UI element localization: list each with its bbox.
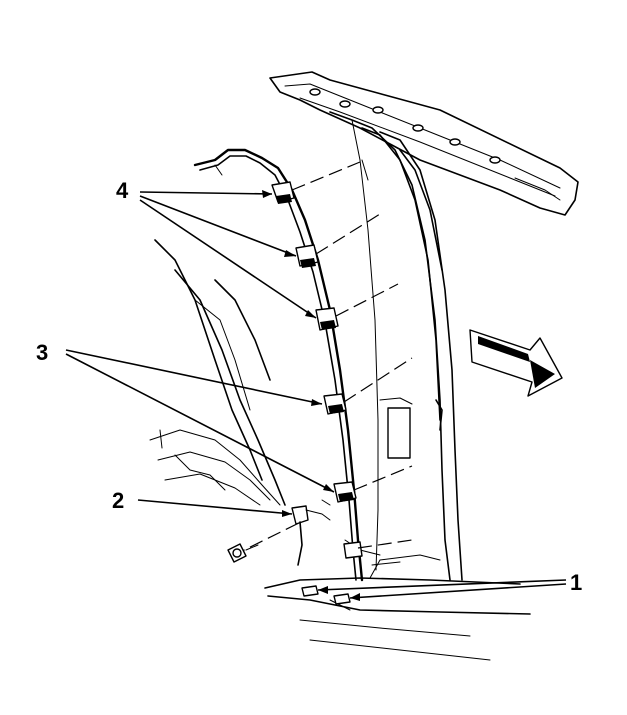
forward-direction-arrow-icon bbox=[469, 329, 563, 397]
bottom-clip bbox=[343, 541, 363, 559]
floor-retainers bbox=[301, 585, 351, 605]
upper-clip-1 bbox=[271, 181, 295, 204]
wheelhouse-panel bbox=[149, 239, 286, 506]
callout-2: 2 bbox=[112, 488, 124, 513]
alignment-lines bbox=[231, 161, 413, 557]
retainer-clips bbox=[271, 181, 363, 559]
bolt-icon bbox=[227, 543, 259, 563]
pillar-trim-panel bbox=[193, 148, 364, 582]
belt-guide bbox=[291, 499, 331, 566]
roof-rail bbox=[269, 71, 579, 216]
callout-4: 4 bbox=[116, 178, 129, 203]
lower-clip-2 bbox=[333, 481, 357, 503]
callout-arrowheads bbox=[262, 190, 360, 601]
callout-leaders bbox=[65, 191, 567, 599]
upper-clip-2 bbox=[295, 244, 319, 268]
callout-1: 1 bbox=[570, 570, 582, 595]
callout-3: 3 bbox=[36, 340, 48, 365]
body-pillar bbox=[329, 111, 463, 581]
upper-clip-3 bbox=[315, 307, 339, 331]
lower-clip-1 bbox=[323, 393, 347, 415]
floor-sill bbox=[264, 539, 531, 661]
